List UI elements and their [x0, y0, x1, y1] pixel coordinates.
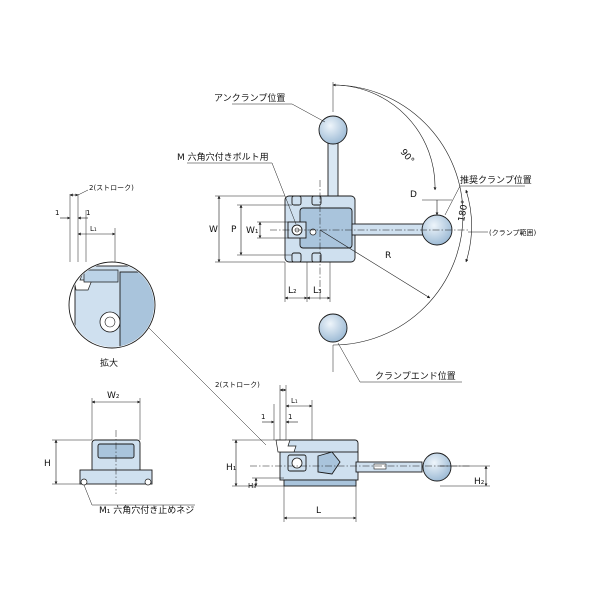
label-clamp-range: (クランプ範囲) — [489, 228, 537, 237]
dim-W2: W₂ — [107, 391, 120, 401]
angle-90-label: 90° — [398, 148, 416, 167]
side-view: 2(ストローク) L₁ 1 1 H₁ H₃ H₂ — [215, 381, 490, 522]
angle-arc-90 — [332, 83, 437, 191]
side-base — [283, 479, 357, 487]
dim-H3: H₃ — [248, 482, 256, 490]
dim-H2: H₂ — [474, 477, 485, 487]
end-view: W₂ H M₁ 六角穴付き止めネジ — [44, 391, 195, 516]
clamp-body-inner — [299, 207, 353, 249]
dim-stroke-bottom: 2(ストローク) — [215, 381, 260, 389]
dim-L: L — [316, 506, 321, 516]
dim-R: R — [385, 251, 391, 261]
dim-one-d: 1 — [288, 413, 292, 421]
ball-knob-clamp-end — [318, 313, 348, 343]
ball-knob-unclamp — [318, 115, 348, 145]
detail-leader — [148, 327, 267, 446]
dim-one-b: 1 — [86, 209, 90, 217]
top-view: W P W₁ L₂ L₃ R D 90° 180° アンクランプ位置 M 六角穴… — [177, 82, 537, 383]
label-clamp-end: クランプエンド位置 — [375, 370, 456, 382]
dim-L2: L₂ — [288, 286, 297, 296]
handle-unclamp-shaft — [327, 139, 339, 201]
dim-W1: W₁ — [246, 226, 259, 236]
dim-H1: H₁ — [226, 463, 237, 473]
label-m1-setscrew: M₁ 六角穴付き止めネジ — [99, 504, 194, 516]
dim-one-c: 1 — [261, 413, 265, 421]
dim-D: D — [410, 190, 417, 200]
side-ball-knob — [422, 452, 452, 482]
label-recommended-clamp: 推奨クランプ位置 — [460, 174, 532, 186]
dim-L1-bottom: L₁ — [291, 397, 298, 405]
angle-180-label: 180° — [457, 199, 471, 222]
angle-arc-180 — [465, 189, 472, 263]
handle-recommended-shaft — [351, 223, 433, 236]
dim-L3: L₃ — [313, 286, 322, 296]
dim-one-a: 1 — [55, 209, 59, 217]
side-handle-shaft — [355, 461, 423, 473]
enlarged-detail: 2(ストローク) 1 1 L₁ 拡大 — [55, 184, 267, 446]
label-unclamp-position: アンクランプ位置 — [214, 92, 285, 104]
dim-P: P — [231, 225, 237, 235]
dim-stroke-top: 2(ストローク) — [89, 184, 134, 192]
dim-L1-top: L₁ — [90, 225, 97, 233]
dim-W: W — [209, 225, 218, 235]
label-m-hex-bolt: M 六角穴付きボルト用 — [177, 151, 269, 163]
label-enlarged: 拡大 — [100, 357, 118, 369]
dim-H: H — [44, 459, 51, 469]
